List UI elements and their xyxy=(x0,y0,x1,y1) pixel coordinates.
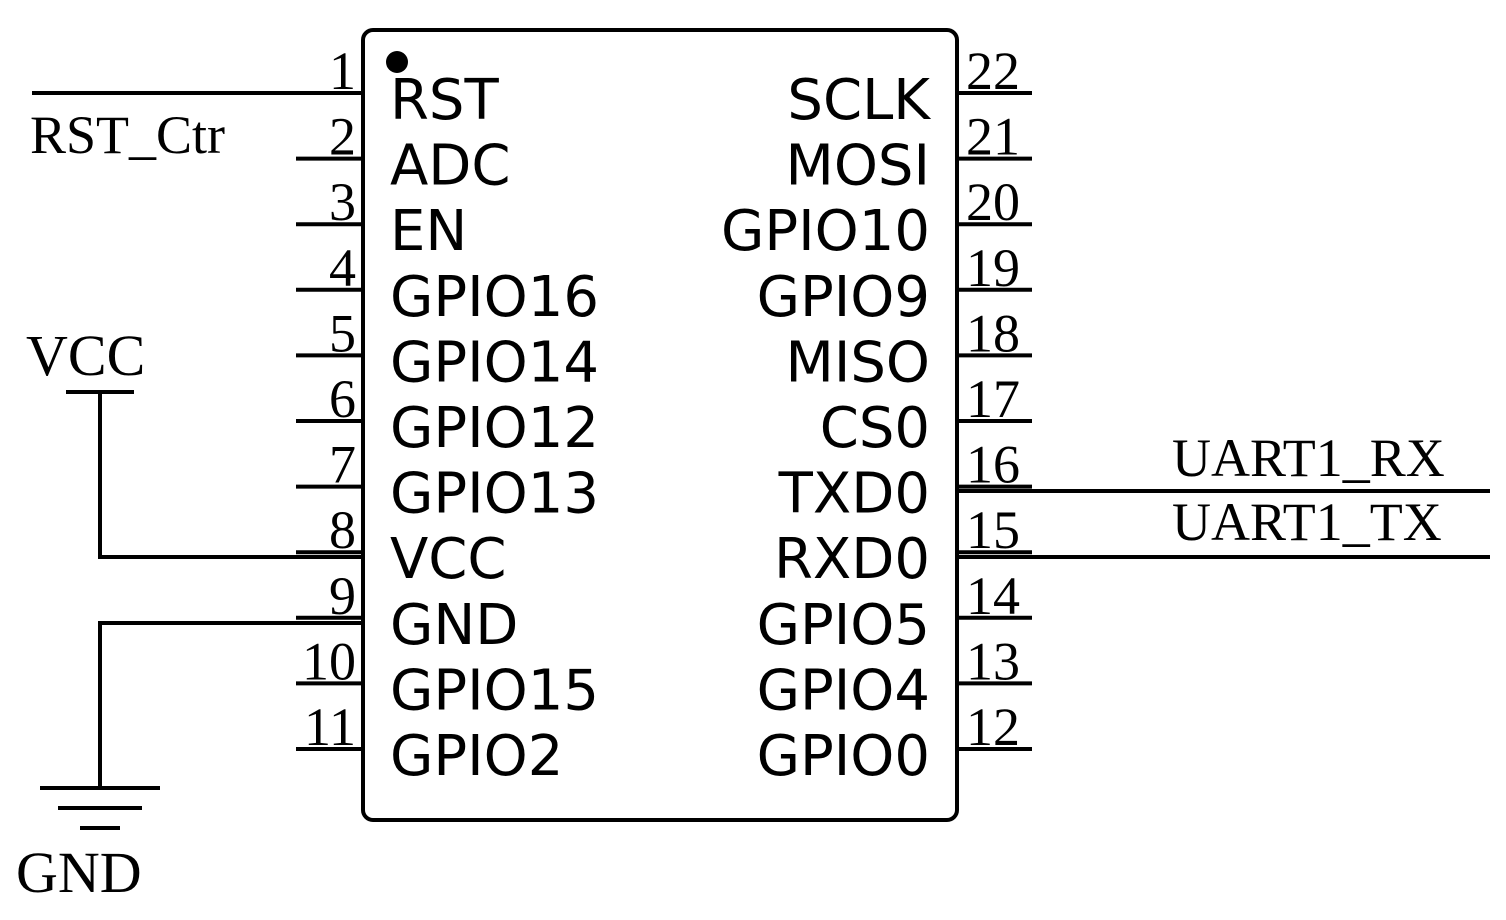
right-pin-number: 14 xyxy=(966,566,1020,626)
ground-symbol-icon xyxy=(40,786,160,830)
right-pin-number: 22 xyxy=(966,41,1020,101)
rst-ctr-net-label: RST_Ctr xyxy=(30,105,225,165)
uart1-tx-net-label: UART1_TX xyxy=(1172,492,1442,552)
right-pin-number: 13 xyxy=(966,631,1020,691)
left-pin-name: GPIO13 xyxy=(390,462,599,527)
right-pin-name: MISO xyxy=(786,330,930,395)
right-pin-name: GPIO10 xyxy=(721,199,930,264)
right-pin-name: TXD0 xyxy=(778,462,930,527)
left-pin-number: 4 xyxy=(329,238,356,298)
right-pin-number: 20 xyxy=(966,172,1020,232)
left-pin-name: EN xyxy=(390,199,467,264)
vcc-wire xyxy=(98,392,363,559)
left-pin-number: 3 xyxy=(329,172,356,232)
left-pin-name: GPIO16 xyxy=(390,265,599,330)
right-pin-group: 22 SCLK 21 MOSI 20 GPIO10 19 GPIO9 18 MISO 17 CS0 16… xyxy=(721,41,1032,789)
gnd-wire xyxy=(98,621,363,788)
left-pin-name: GPIO12 xyxy=(390,396,599,461)
right-pin-number: 19 xyxy=(966,238,1020,298)
right-pin-number: 15 xyxy=(966,500,1020,560)
left-pin-number: 6 xyxy=(329,369,356,429)
left-pin-name: GPIO15 xyxy=(390,658,599,723)
left-pin-number: 11 xyxy=(304,697,356,757)
left-pin-name: VCC xyxy=(390,527,507,592)
left-pin-number: 9 xyxy=(329,566,356,626)
right-pin-name: GPIO5 xyxy=(757,593,930,658)
right-pin-number: 17 xyxy=(966,369,1020,429)
left-pin-number: 2 xyxy=(329,107,356,167)
right-pin-name: MOSI xyxy=(786,134,930,199)
right-pin-name: GPIO4 xyxy=(757,658,930,723)
left-pin-name: GPIO2 xyxy=(390,724,563,789)
left-pin-number: 7 xyxy=(329,435,356,495)
right-pin-name: SCLK xyxy=(787,68,931,133)
vcc-net-label: VCC xyxy=(26,323,145,388)
right-pin-name: RXD0 xyxy=(774,527,930,592)
right-pin-number: 21 xyxy=(966,107,1020,167)
right-pin-number: 16 xyxy=(966,435,1020,495)
chip-body xyxy=(361,28,959,822)
left-pin-number: 8 xyxy=(329,500,356,560)
uart1-rx-net-label: UART1_RX xyxy=(1172,428,1445,488)
gnd-net-label: GND xyxy=(16,840,142,905)
pin1-indicator-dot xyxy=(386,51,408,73)
right-pin-name: CS0 xyxy=(820,396,930,461)
left-pin-number: 5 xyxy=(329,303,356,363)
left-pin-name: GPIO14 xyxy=(390,330,599,395)
left-pin-name: ADC xyxy=(390,134,511,199)
left-pin-name: RST xyxy=(390,68,499,133)
left-pin-name: GND xyxy=(390,593,518,658)
right-pin-name: GPIO9 xyxy=(757,265,930,330)
left-pin-number: 10 xyxy=(302,631,356,691)
right-pin-number: 18 xyxy=(966,303,1020,363)
right-pin-name: GPIO0 xyxy=(757,724,930,789)
right-pin-number: 12 xyxy=(966,697,1020,757)
